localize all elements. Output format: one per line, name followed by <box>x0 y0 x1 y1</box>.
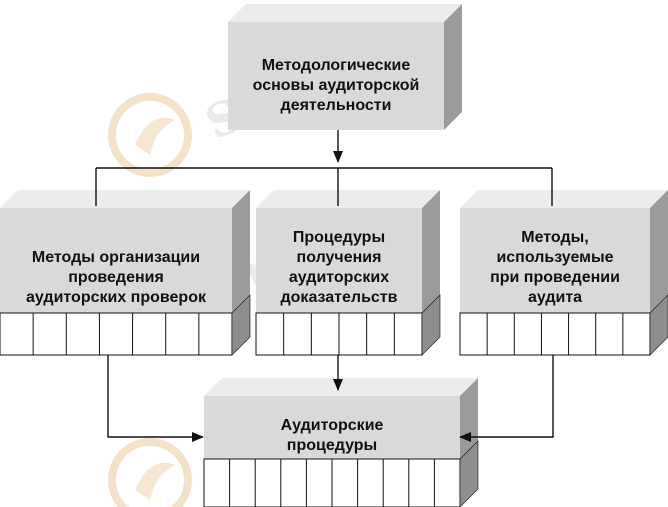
box-right-top-face <box>460 190 668 208</box>
box-top-top-face <box>228 4 462 22</box>
box-bottom-label-line: процедуры <box>287 437 377 454</box>
box-top-label-line: Методологические <box>262 57 411 74</box>
grid-side <box>421 294 441 356</box>
box-top: Методологические основы аудиторской деятел… <box>228 4 462 130</box>
box-top-label-line: деятельности <box>281 97 392 114</box>
box-middle-label-line: получения <box>297 249 382 266</box>
box-middle-label-line: аудиторских <box>289 269 389 286</box>
box-right-label-line: при проведении <box>490 269 620 286</box>
box-middle-top-face <box>256 190 440 208</box>
connector-left-to-bottom <box>107 355 204 442</box>
box-top-front <box>228 22 444 130</box>
box-left: Методы организации проведения аудиторских … <box>0 190 251 356</box>
box-left-label-line: аудиторских проверок <box>26 289 207 306</box>
box-middle-grid <box>255 294 441 356</box>
box-right-grid <box>459 294 668 356</box>
box-bottom-top-face <box>204 378 478 396</box>
box-top-side-face <box>444 4 462 130</box>
grid-side <box>231 294 251 356</box>
box-bottom-label-line: Аудиторские <box>281 417 384 434</box>
box-left-label-line: проведения <box>68 269 164 286</box>
box-right-label-line: используемые <box>496 249 613 266</box>
box-left-grid <box>0 294 251 356</box>
connector-right-to-bottom <box>459 355 554 442</box>
box-middle-label-line: доказательств <box>281 289 398 306</box>
box-right-label-line: Методы, <box>521 229 588 246</box>
hummingbird-logo-icon <box>108 438 192 507</box>
box-right: Методы, используемые при проведении аудита <box>459 190 668 356</box>
box-middle-label-line: Процедуры <box>293 229 385 246</box>
box-bottom-grid <box>203 440 479 507</box>
box-left-label-line: Методы организации <box>32 249 200 266</box>
box-left-top-face <box>0 190 250 208</box>
box-top-label-line: основы аудиторской <box>253 77 420 94</box>
boxes-layer: Методологические основы аудиторской деятел… <box>0 4 668 507</box>
grid-side <box>459 440 479 507</box>
grid-strip <box>459 312 651 356</box>
grid-side <box>649 294 668 356</box>
box-right-label-line: аудита <box>528 289 582 306</box>
grid-strip <box>0 312 233 356</box>
hummingbird-logo-icon <box>108 93 192 177</box>
box-middle: Процедуры получения аудиторских доказательс… <box>255 190 441 356</box>
connectors <box>95 130 554 442</box>
box-bottom: Аудиторские процедуры <box>203 378 479 507</box>
